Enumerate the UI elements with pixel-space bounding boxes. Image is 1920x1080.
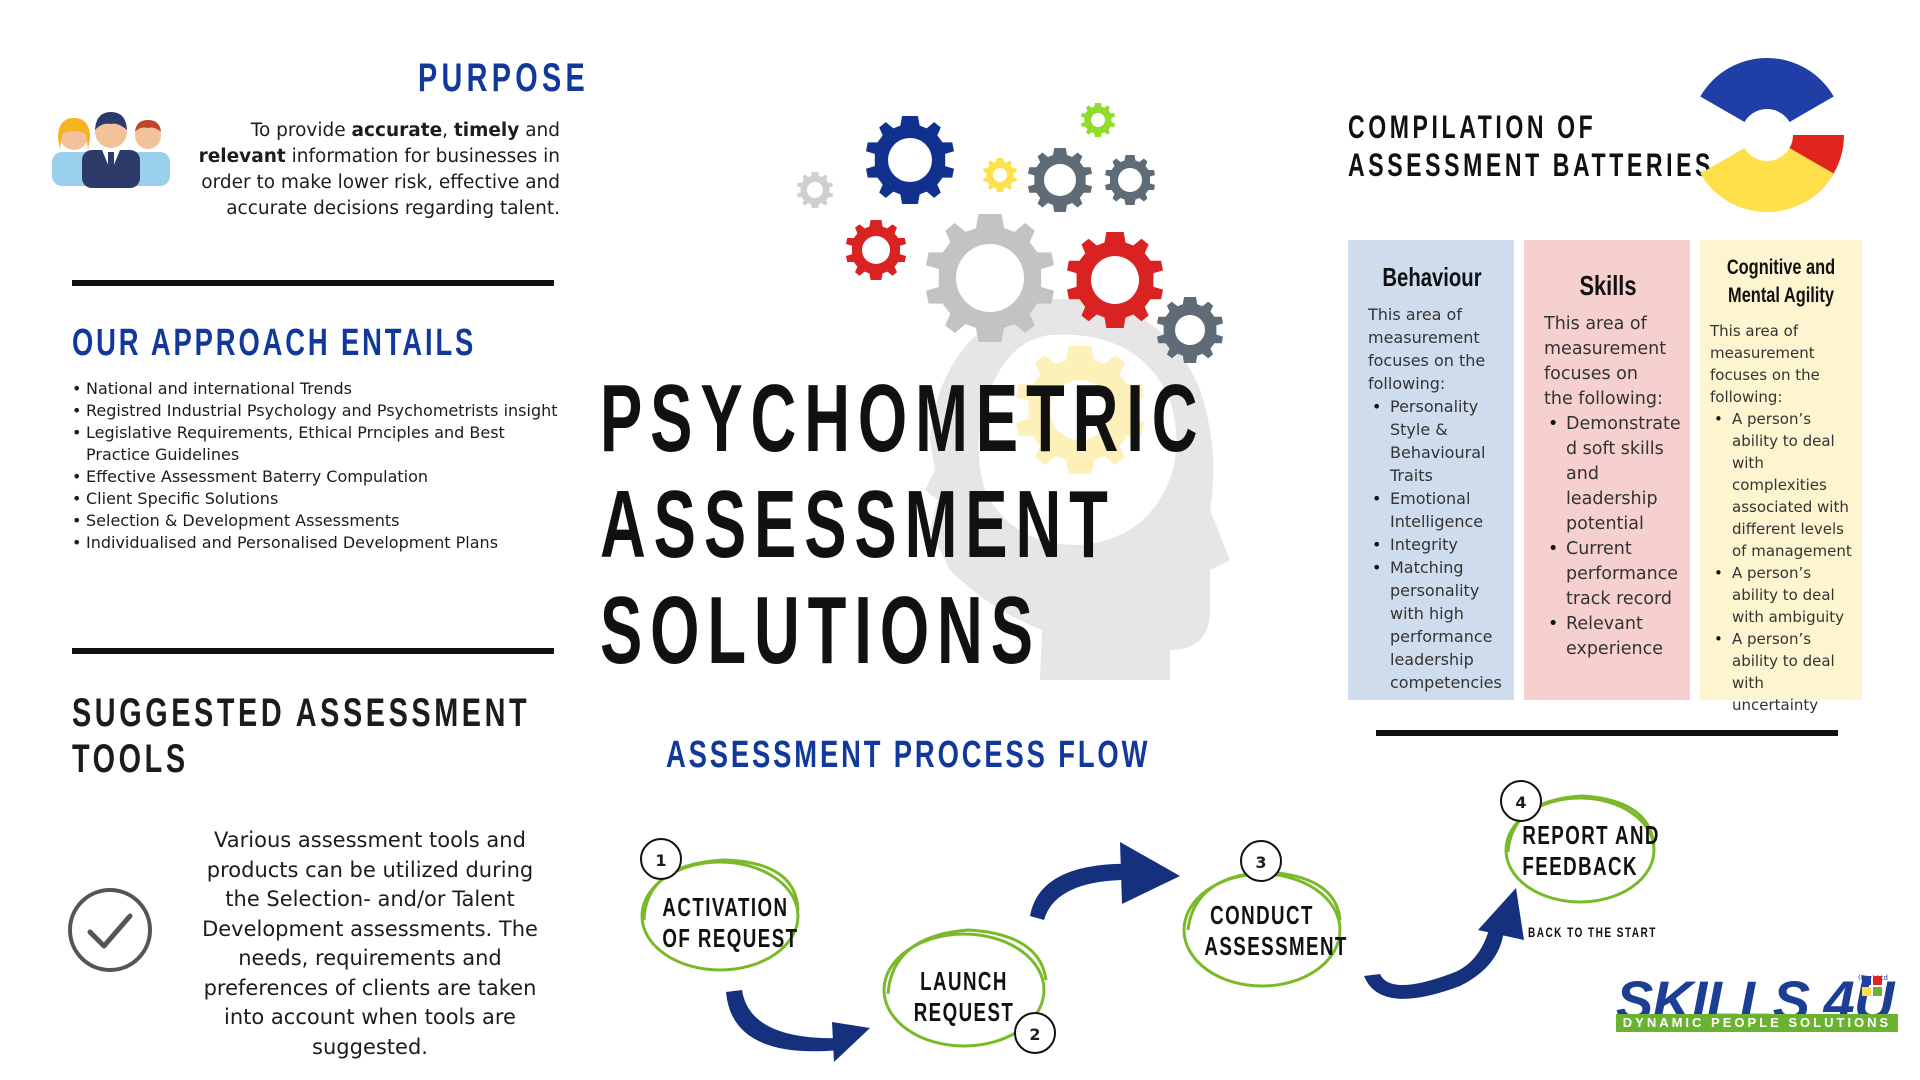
process-title: ASSESSMENT PROCESS FLOW — [666, 734, 1151, 776]
arrow-icon — [726, 990, 846, 1052]
list-item: National and international Trends — [72, 378, 572, 400]
column-intro: This area of measurement focuses on the … — [1710, 322, 1820, 406]
list-item: Current performance track record — [1548, 537, 1678, 612]
behaviour-column: Behaviour This area of measurement focus… — [1348, 240, 1514, 700]
list-item: Client Specific Solutions — [72, 488, 572, 510]
step-oval — [1504, 796, 1656, 904]
list-item: Demonstrate d soft skills and leadership… — [1548, 412, 1681, 537]
step-oval — [640, 860, 800, 972]
list-item: Integrity — [1372, 533, 1496, 556]
cognitive-column: Cognitive and Mental Agility This area o… — [1700, 240, 1862, 714]
approach-title: OUR APPROACH ENTAILS — [72, 322, 477, 364]
step-number-badge: 4 — [1500, 780, 1542, 822]
list-item: Effective Assessment Baterry Compulation — [72, 466, 572, 488]
arrow-icon — [832, 1022, 870, 1062]
list-item: Registred Industrial Psychology and Psyc… — [72, 400, 572, 422]
logo-tagline: DYNAMIC PEOPLE SOLUTIONS — [1616, 1014, 1898, 1032]
arrow-icon — [1478, 888, 1524, 940]
step-oval — [642, 858, 800, 921]
divider — [72, 648, 554, 654]
column-title: Cognitive and Mental Agility — [1726, 256, 1836, 307]
purpose-keyword: relevant — [198, 146, 286, 167]
list-item: Matching personality with high performan… — [1372, 556, 1502, 694]
column-title: Skills — [1579, 270, 1637, 301]
gears-icon — [797, 103, 1230, 680]
logo-suffix: (Pty) Ltd — [1858, 974, 1888, 982]
step-number-badge: 2 — [1014, 1012, 1056, 1054]
main-title: PSYCHOMETRIC ASSESSMENT SOLUTIONS — [600, 365, 1206, 684]
list-item: A person’s ability to deal with complexi… — [1714, 408, 1852, 562]
donut-chart-icon — [1700, 58, 1845, 212]
arrow-icon — [1120, 842, 1180, 904]
step-oval — [886, 928, 1048, 995]
list-item: Personality Style & Behavioural Traits — [1372, 395, 1496, 487]
list-item: A person’s ability to deal with ambiguit… — [1714, 562, 1852, 628]
approach-list: National and international Trends Regist… — [72, 378, 572, 554]
list-item: Relevant experience — [1548, 612, 1672, 662]
step-number-badge: 1 — [640, 838, 682, 880]
checkmark-icon — [68, 888, 152, 972]
team-icon — [52, 112, 170, 188]
purpose-text: To provide accurate, timely and relevant… — [198, 120, 560, 219]
column-title: Behaviour — [1382, 262, 1482, 292]
step-number-badge: 3 — [1240, 840, 1282, 882]
skills-column: Skills This area of measurement focuses … — [1524, 240, 1690, 700]
divider — [72, 280, 554, 286]
arrow-icon — [1030, 863, 1140, 920]
arrow-icon — [1364, 926, 1504, 999]
divider — [1376, 730, 1838, 736]
column-intro: This area of measurement focuses on the … — [1544, 314, 1667, 409]
purpose-title: PURPOSE — [418, 56, 590, 100]
process-flow-graphic — [640, 794, 1656, 1062]
logo-squares-icon — [1862, 976, 1882, 996]
back-to-start-label: BACK TO THE START — [1528, 924, 1657, 940]
list-item: A person’s ability to deal with uncertai… — [1714, 628, 1852, 716]
purpose-keyword: timely — [453, 120, 520, 141]
list-item: Emotional Intelligence — [1372, 487, 1496, 533]
step-oval — [1506, 794, 1656, 853]
suggested-text: Various assessment tools and products ca… — [202, 828, 538, 1059]
suggested-title: SUGGESTED ASSESSMENT TOOLS — [72, 691, 531, 781]
compilation-title: COMPILATION OF ASSESSMENT BATTERIES — [1348, 109, 1715, 183]
purpose-keyword: accurate — [351, 120, 443, 141]
list-item: Individualised and Personalised Developm… — [72, 532, 572, 554]
list-item: Legislative Requirements, Ethical Prncip… — [72, 422, 572, 466]
column-intro: This area of measurement focuses on the … — [1368, 305, 1486, 393]
step-oval — [882, 932, 1046, 1048]
list-item: Selection & Development Assessments — [72, 510, 572, 532]
